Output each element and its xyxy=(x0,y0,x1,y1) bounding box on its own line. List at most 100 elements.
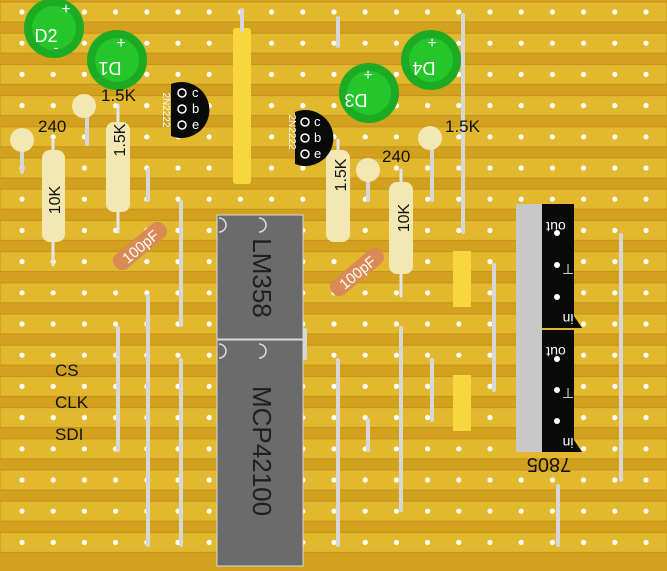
chip-mcp42100: MCP42100 xyxy=(216,339,304,567)
strip-hole xyxy=(144,9,150,15)
strip-hole xyxy=(206,321,212,327)
led-plus-sign: + xyxy=(363,67,372,84)
strip-hole xyxy=(331,40,337,46)
strip-hole xyxy=(549,40,556,46)
strip-hole xyxy=(206,383,212,389)
strip-hole xyxy=(19,71,25,77)
led-plus-sign: + xyxy=(61,1,70,18)
resistor-label: 10K xyxy=(47,185,64,214)
strip-hole xyxy=(175,9,181,15)
strip-hole xyxy=(643,196,649,202)
strip-hole xyxy=(425,539,431,546)
transistor-pin-e: e xyxy=(314,146,321,161)
strip-hole xyxy=(612,508,618,514)
strip-hole xyxy=(393,446,399,452)
strip-hole xyxy=(549,539,556,546)
strip-hole xyxy=(518,134,524,140)
strip-hole xyxy=(269,165,275,171)
led-minus-sign: - xyxy=(54,39,59,55)
strip-hole xyxy=(19,196,25,202)
strip-hole xyxy=(81,165,87,171)
label-240-left: 240 xyxy=(38,117,66,136)
resistor-label: 10K xyxy=(396,203,413,232)
strip-hole xyxy=(425,321,431,327)
resistor-label: 1.5K xyxy=(333,158,350,191)
strip-hole xyxy=(581,383,587,389)
strip-hole xyxy=(581,290,587,296)
transistor-part-label: 2N2222 xyxy=(160,92,171,127)
strip-hole xyxy=(393,321,399,327)
strip-hole xyxy=(175,165,181,171)
strip-hole xyxy=(581,71,587,77)
strip-hole xyxy=(581,40,587,46)
strip-hole xyxy=(643,40,649,46)
strip-hole xyxy=(456,446,462,452)
wire-links xyxy=(20,8,623,547)
strip-hole xyxy=(50,477,56,483)
strip-hole xyxy=(393,508,399,514)
strip-hole xyxy=(50,321,56,327)
strip-hole xyxy=(237,196,243,202)
transistor-pin-b: b xyxy=(314,130,321,145)
strip-hole xyxy=(50,415,56,421)
strip-hole xyxy=(81,477,87,483)
strip-hole xyxy=(487,321,493,327)
strip-hole xyxy=(269,9,275,15)
transistor-pin-b: b xyxy=(192,101,199,116)
strip-hole xyxy=(81,508,87,514)
strip-hole xyxy=(487,539,493,546)
strip-hole xyxy=(612,383,618,389)
resistor-1.5k-right: 1.5K xyxy=(326,150,350,242)
strip-hole xyxy=(612,134,618,140)
strip-hole xyxy=(81,227,87,233)
chip-label: LM358 xyxy=(247,238,277,318)
strip-hole xyxy=(518,40,524,46)
strip-hole xyxy=(643,165,649,171)
strip-hole xyxy=(643,352,649,358)
strip-hole xyxy=(581,508,587,514)
strip-hole xyxy=(206,539,212,546)
strip-hole xyxy=(581,196,587,202)
strip-hole xyxy=(612,446,618,452)
strip-hole xyxy=(19,321,25,327)
strip-hole xyxy=(206,9,212,15)
strip-hole xyxy=(206,227,212,233)
signal-sdi: SDI xyxy=(55,425,83,444)
strip-hole xyxy=(612,227,618,233)
strip-hole xyxy=(425,477,431,483)
strip-hole xyxy=(144,134,150,140)
resistor-head xyxy=(72,94,96,118)
transistors: 2N2222 c b e 2N2222 c b e xyxy=(160,82,334,167)
regulator-body-lower xyxy=(542,330,582,452)
strip-hole xyxy=(19,539,25,546)
strip-hole xyxy=(50,290,56,296)
strip-hole xyxy=(206,40,212,46)
strip-hole xyxy=(393,539,399,546)
strip-hole xyxy=(518,9,524,15)
strip-hole xyxy=(487,477,493,483)
strip-hole xyxy=(81,40,87,46)
strip-hole xyxy=(362,508,368,514)
regulator-body-upper xyxy=(542,204,582,328)
led-label: D1 xyxy=(98,58,121,78)
strip-hole xyxy=(425,508,431,514)
strip-hole xyxy=(425,290,431,296)
strip-hole xyxy=(643,103,649,109)
strip-hole xyxy=(612,9,618,15)
strip-hole xyxy=(581,9,587,15)
strip-hole xyxy=(50,71,56,77)
strip-hole xyxy=(331,508,337,514)
strip-hole xyxy=(113,508,119,514)
strip-hole xyxy=(581,165,587,171)
label-1.5k-top-right: 1.5K xyxy=(445,117,481,136)
strip-hole xyxy=(19,508,25,514)
strip-hole xyxy=(581,227,587,233)
strip-hole xyxy=(206,259,212,265)
strip-hole xyxy=(518,196,524,202)
strip-hole xyxy=(612,259,618,265)
led-label: D4 xyxy=(412,58,435,78)
strip-hole xyxy=(612,71,618,77)
strip-hole xyxy=(300,71,306,77)
strip-holes xyxy=(19,9,649,546)
